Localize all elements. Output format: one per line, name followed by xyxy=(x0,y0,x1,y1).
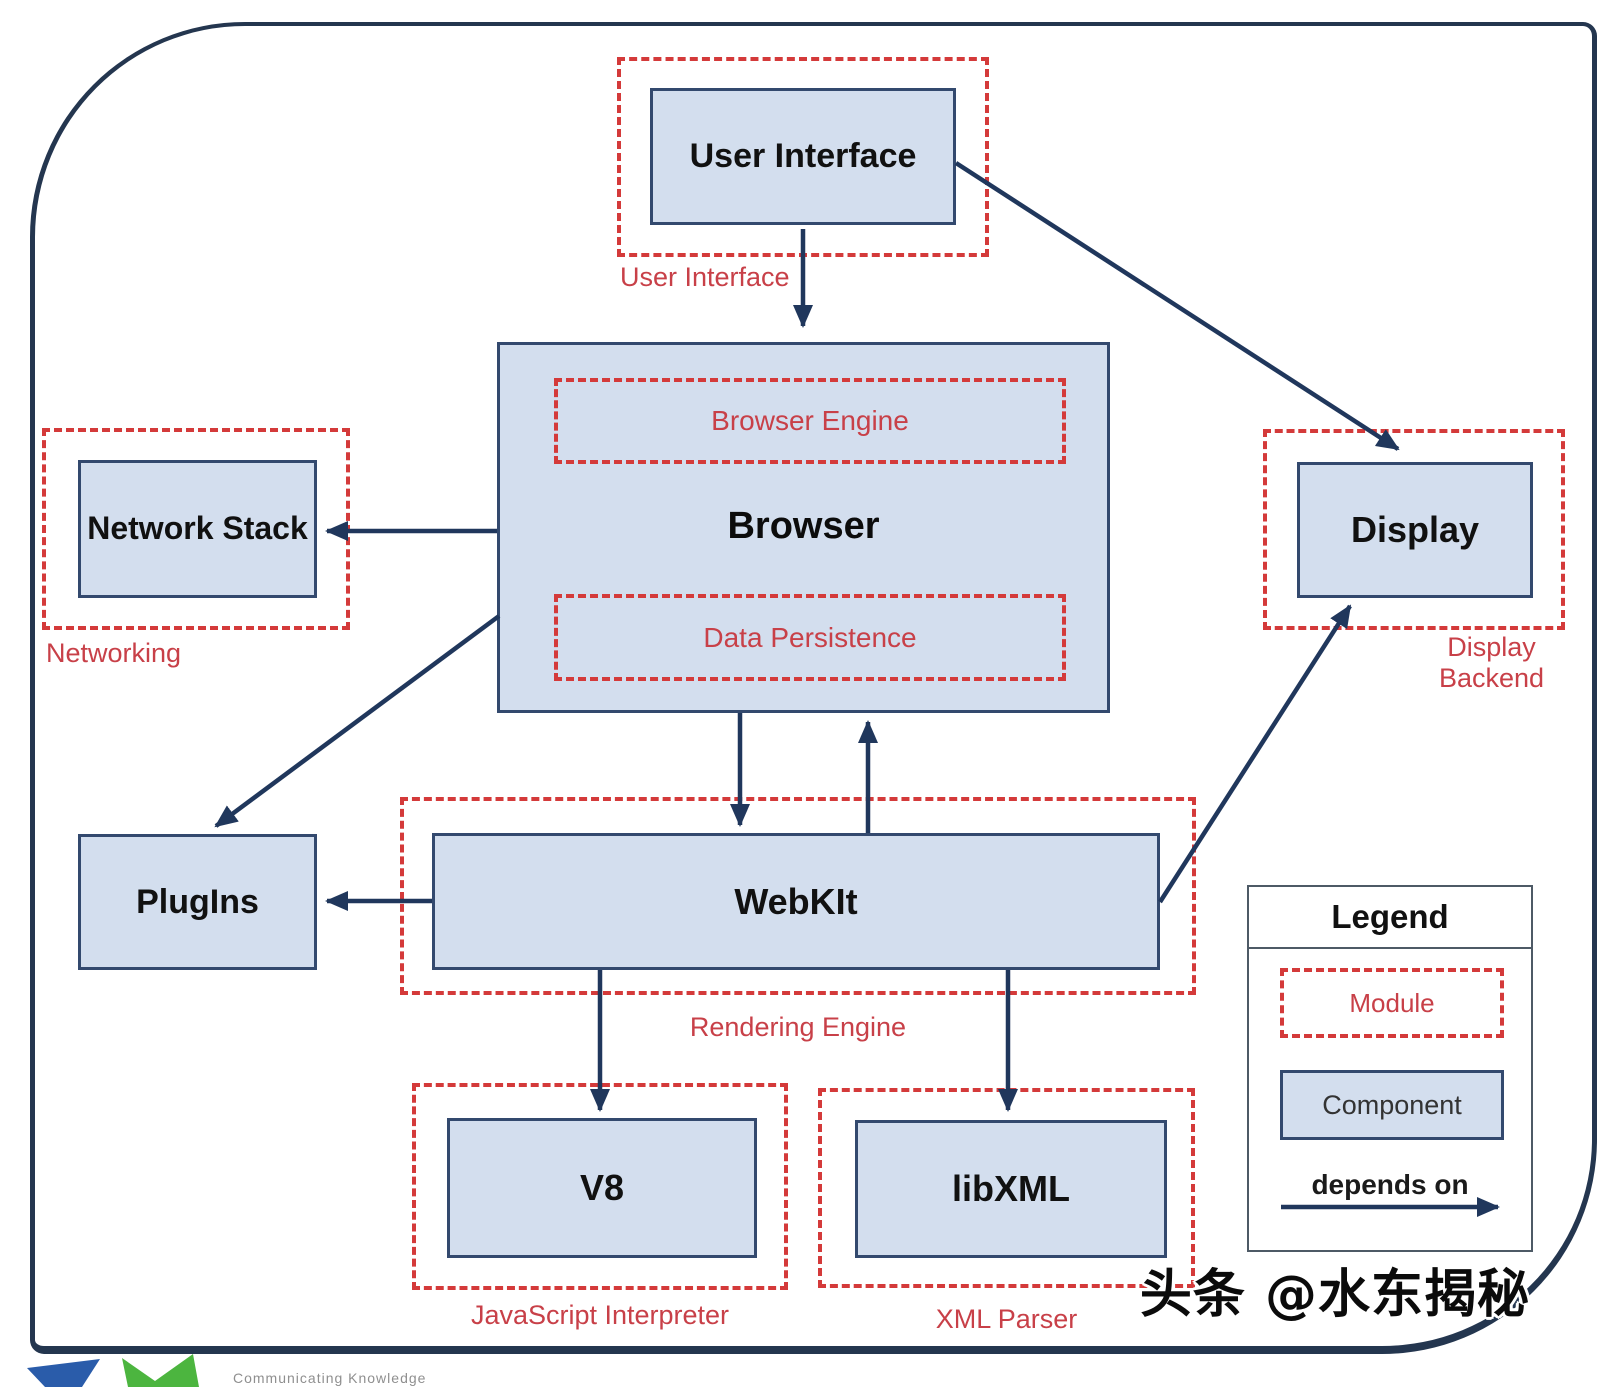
diagram-frame xyxy=(30,22,1597,1354)
v8-component-label: V8 xyxy=(579,1167,625,1208)
legend-title: Legend xyxy=(1249,887,1531,949)
display-component: Display xyxy=(1297,462,1533,598)
legend-module-label: Module xyxy=(1349,987,1435,1018)
legend-depends-on-label: depends on xyxy=(1311,1169,1469,1200)
networking-module-label: Networking xyxy=(46,638,182,668)
legend: Legend Module Component depends on xyxy=(1247,885,1533,1252)
user-interface-component: User Interface xyxy=(650,88,956,225)
libxml-component: libXML xyxy=(855,1120,1167,1258)
legend-component-label: Component xyxy=(1322,1089,1462,1120)
display-backend-module xyxy=(1263,429,1565,630)
user-interface-component-label: User Interface xyxy=(689,137,917,175)
browser-component: Browser Engine Browser Data Persistence xyxy=(497,342,1110,713)
publisher-logo-blue-shape xyxy=(27,1359,100,1387)
browser-engine-module: Browser Engine xyxy=(554,378,1066,464)
publisher-logo-green-shape xyxy=(122,1354,199,1387)
browser-engine-module-label: Browser Engine xyxy=(711,405,909,436)
webkit-component: WebKIt xyxy=(432,833,1160,970)
display-backend-module-label: Display Backend xyxy=(1438,632,1545,694)
legend-module-sample: Module xyxy=(1280,968,1504,1038)
browser-component-label: Browser xyxy=(727,505,880,547)
network-stack-component: Network Stack xyxy=(78,460,317,598)
network-stack-component-label: Network Stack xyxy=(87,510,308,547)
webkit-component-label: WebKIt xyxy=(734,880,858,922)
publisher-tagline: Communicating Knowledge xyxy=(233,1370,427,1386)
display-component-label: Display xyxy=(1350,509,1480,550)
legend-component-sample: Component xyxy=(1280,1070,1504,1140)
publisher-logo xyxy=(27,1354,199,1387)
rendering-engine-module-label: Rendering Engine xyxy=(689,1012,907,1042)
watermark: 头条 @水东揭秘 xyxy=(1139,1265,1530,1325)
libxml-component-label: libXML xyxy=(952,1168,1070,1209)
v8-component: V8 xyxy=(447,1118,757,1258)
user-interface-module-label: User Interface xyxy=(620,262,790,292)
plugins-component: PlugIns xyxy=(78,834,317,970)
xml-parser-module-label: XML Parser xyxy=(935,1304,1078,1334)
javascript-interpreter-module-label: JavaScript Interpreter xyxy=(470,1300,730,1330)
plugins-component-label: PlugIns xyxy=(136,882,259,921)
data-persistence-module-label: Data Persistence xyxy=(703,621,917,653)
data-persistence-module: Data Persistence xyxy=(554,594,1066,681)
